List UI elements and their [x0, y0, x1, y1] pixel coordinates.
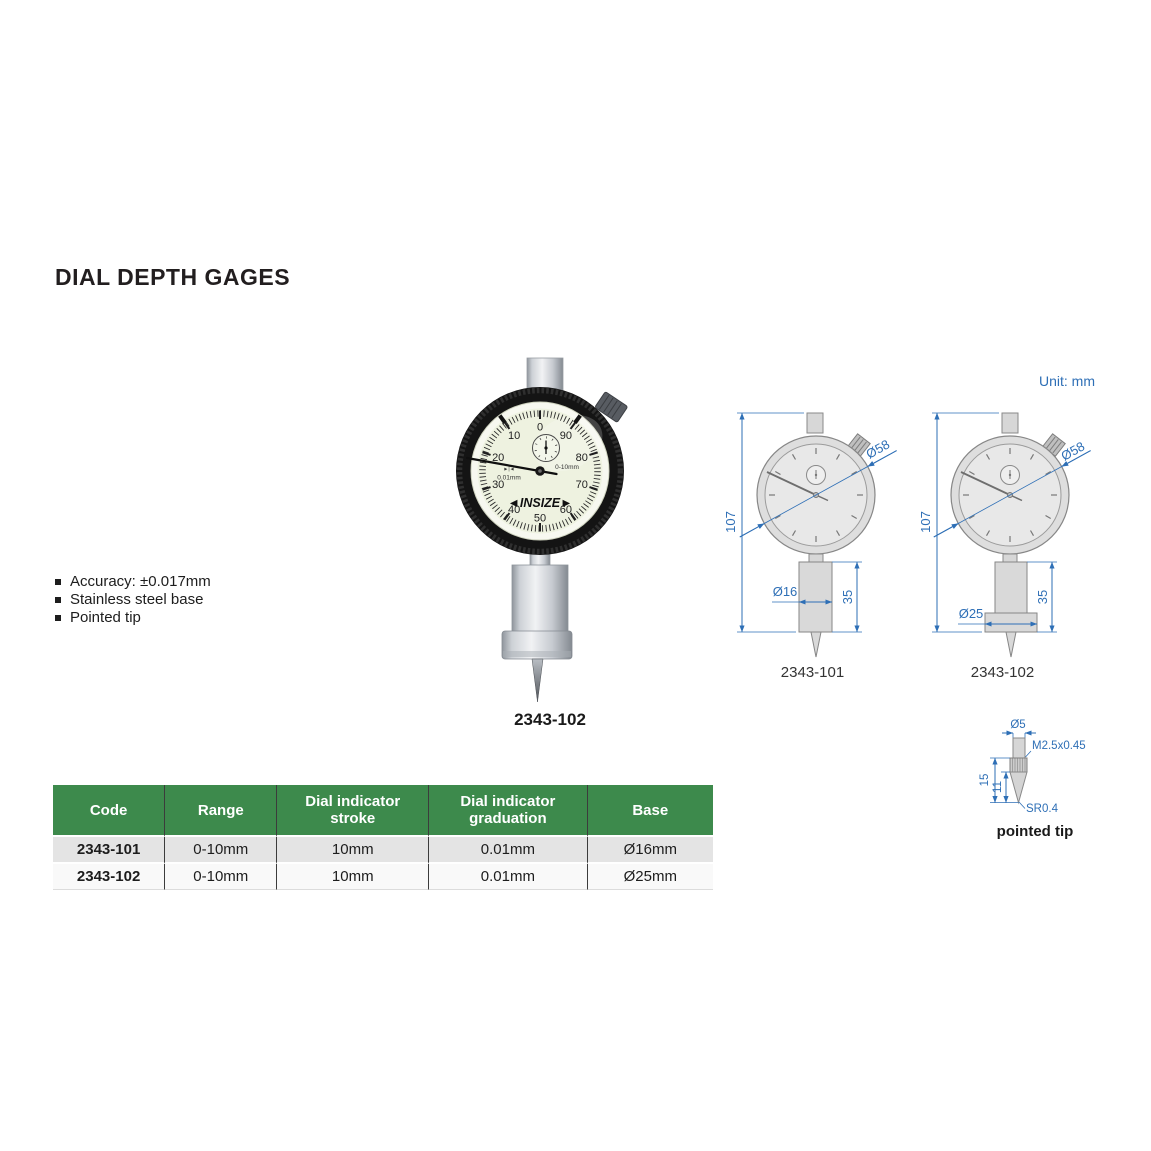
- drawing-tip: [810, 631, 822, 658]
- dim-base-diameter-label: Ø16: [773, 584, 798, 599]
- drawing-ticks: [769, 448, 863, 542]
- dial-face: 0 10 20 30 40 50 60 70 80 90 0-10mm ►|◄ …: [465, 401, 610, 541]
- dial-number: 40: [508, 504, 520, 516]
- dim-base-height-label: 35: [1035, 590, 1050, 604]
- table-header-row: Code Range Dial indicator stroke Dial in…: [53, 785, 713, 837]
- header-cell-graduation: Dial indicator graduation: [429, 785, 588, 837]
- drawing-base: [798, 561, 833, 633]
- needle-hub-center: [538, 469, 542, 473]
- dim-height-label: 107: [918, 511, 933, 533]
- dial-number: 90: [560, 430, 572, 442]
- drawing-ticks: [963, 448, 1057, 542]
- drawing-needle: [766, 471, 817, 496]
- feature-text: Stainless steel base: [70, 591, 204, 608]
- page-title: DIAL DEPTH GAGES: [55, 264, 291, 290]
- drawing-base: [994, 561, 1028, 614]
- dial-number: 70: [576, 479, 588, 491]
- drawing-2343-102: 107 Ø58 Ø25 35: [918, 412, 1091, 658]
- dial-number: 60: [560, 504, 572, 516]
- limit-notch-left: [498, 414, 507, 425]
- drawing-caption-2343-102: 2343-102: [970, 664, 1035, 681]
- header-cell-range: Range: [165, 785, 278, 837]
- dim-height-label: 107: [723, 511, 738, 533]
- header-cell-stroke: Dial indicator stroke: [277, 785, 430, 837]
- header-cell-base: Base: [587, 785, 713, 837]
- unit-label: Unit: mm: [1039, 373, 1095, 389]
- dial-pointer-glyph: ►|◄: [503, 467, 514, 473]
- feature-item: Stainless steel base: [55, 591, 211, 609]
- cell-code: 2343-101: [53, 837, 166, 864]
- tip-shank: [1012, 737, 1026, 759]
- gauge-body: [501, 564, 573, 703]
- cell-base: Ø25mm: [587, 864, 713, 890]
- feature-text: Pointed tip: [70, 609, 141, 626]
- feature-text: Accuracy: ±0.017mm: [70, 573, 211, 590]
- feature-list: Accuracy: ±0.017mm Stainless steel base …: [55, 573, 211, 627]
- header-cell-code: Code: [53, 785, 166, 837]
- dim-base-height-label: 35: [840, 590, 855, 604]
- square-bullet-icon: [55, 597, 61, 603]
- spec-table: Code Range Dial indicator stroke Dial in…: [53, 785, 713, 890]
- dial-number: 50: [534, 513, 546, 525]
- tip-dim-diameter-label: Ø5: [1010, 719, 1025, 731]
- cell-code: 2343-102: [53, 864, 166, 890]
- feature-item: Accuracy: ±0.017mm: [55, 573, 211, 591]
- tip-dim-radius-label: SR0.4: [1026, 803, 1059, 815]
- drawing-needle: [960, 471, 1011, 496]
- limit-notch-right: [573, 414, 582, 425]
- dial-numbers: 0 10 20 30 40 50 60 70 80 90: [492, 422, 588, 525]
- cell-graduation: 0.01mm: [429, 837, 588, 864]
- drawing-pointed-tip: Ø5 M2.5x0.45 15 11 SR0.4: [979, 719, 1086, 815]
- cell-range: 0-10mm: [165, 864, 278, 890]
- tip-dim-cone-label: 11: [992, 781, 1004, 793]
- feature-item: Pointed tip: [55, 609, 211, 627]
- tip-cone: [1009, 771, 1028, 805]
- dim-dial-label: Ø58: [863, 437, 892, 462]
- dial-number: 0: [537, 422, 543, 434]
- tip-knurl: [1009, 757, 1028, 773]
- tip-dim-length-label: 15: [979, 774, 991, 787]
- drawing-base-flange: [984, 612, 1038, 633]
- dial-number: 30: [492, 479, 504, 491]
- square-bullet-icon: [55, 579, 61, 585]
- drawing-tip: [1005, 631, 1017, 658]
- drawing-caption-2343-101: 2343-101: [780, 664, 845, 681]
- drawing-stem: [806, 412, 824, 434]
- cell-base: Ø16mm: [587, 837, 713, 864]
- dial-number: 80: [576, 452, 588, 464]
- square-bullet-icon: [55, 615, 61, 621]
- sub-dial: [532, 434, 560, 462]
- dial-number: 10: [508, 430, 520, 442]
- dial-graduation-label: 0.01mm: [497, 475, 520, 482]
- cell-range: 0-10mm: [165, 837, 278, 864]
- dial-number: 20: [492, 452, 504, 464]
- dial-range-label: 0-10mm: [555, 464, 579, 471]
- dial-major-ticks: [482, 410, 598, 532]
- photo-caption: 2343-102: [514, 710, 586, 729]
- drawing-stem: [1001, 412, 1019, 434]
- drawing-2343-101: 107 Ø58 Ø16 35: [723, 412, 897, 658]
- pointed-tip: [531, 658, 544, 703]
- table-row: 2343-101 0-10mm 10mm 0.01mm Ø16mm: [53, 837, 713, 864]
- insize-logo: ◄INSIZE►: [507, 496, 572, 510]
- product-photo: 0 10 20 30 40 50 60 70 80 90 0-10mm ►|◄ …: [456, 357, 628, 703]
- cell-stroke: 10mm: [277, 837, 430, 864]
- gauge-crown-knob: [595, 391, 628, 423]
- tip-caption: pointed tip: [996, 823, 1074, 840]
- cell-graduation: 0.01mm: [429, 864, 588, 890]
- tip-dim-thread-label: M2.5x0.45: [1032, 740, 1086, 752]
- cell-stroke: 10mm: [277, 864, 430, 890]
- dim-base-diameter-label: Ø25: [959, 606, 984, 621]
- table-row: 2343-102 0-10mm 10mm 0.01mm Ø25mm: [53, 864, 713, 890]
